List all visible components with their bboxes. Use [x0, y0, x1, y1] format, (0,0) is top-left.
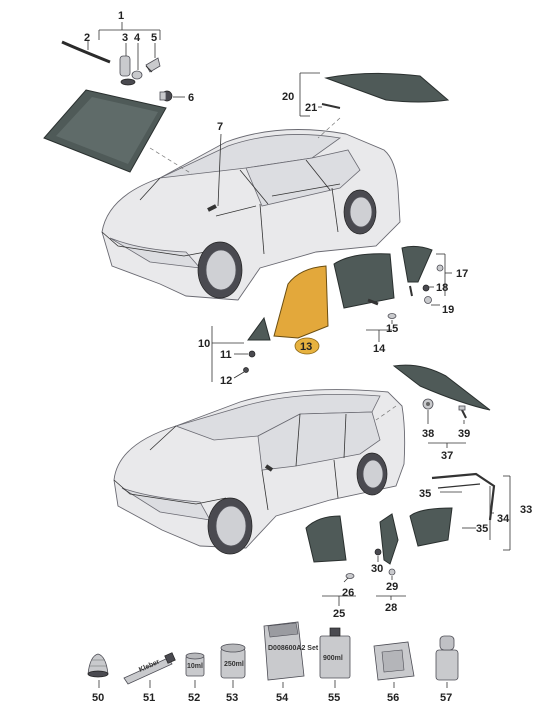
window-seal-frame [431, 472, 496, 521]
tin-medium-label: 250ml [224, 661, 244, 668]
front-quarter-glass [247, 316, 271, 341]
retaining-clip-part [159, 90, 173, 102]
callout-34: 34 [497, 513, 510, 525]
callout-14: 14 [373, 343, 386, 355]
callout-28: 28 [385, 602, 397, 614]
clip-26 [345, 573, 355, 579]
glass-cleaner-can-product [435, 635, 459, 681]
callout-33: 33 [520, 504, 532, 516]
callout-57: 57 [440, 692, 452, 704]
estate-rear-door-glass [305, 515, 347, 563]
callout-52: 52 [188, 692, 200, 704]
callout-56: 56 [387, 692, 399, 704]
callout-7: 7 [217, 121, 223, 133]
sedan-front-wheel [197, 241, 243, 299]
callout-26: 26 [342, 587, 354, 599]
rear-window-pin [321, 103, 341, 109]
callout-4: 4 [134, 32, 141, 44]
callout-53: 53 [226, 692, 238, 704]
primer-bottle-product [319, 627, 351, 679]
callout-21: 21 [305, 102, 317, 114]
callout-1: 1 [118, 10, 124, 22]
callout-35b: 35 [476, 523, 488, 535]
callout-29: 29 [386, 581, 398, 593]
sensor-pad-part [119, 55, 136, 86]
callout-18: 18 [436, 282, 448, 294]
mirror-mount-part [145, 57, 161, 73]
estate-rear-window-glass [392, 364, 491, 411]
callout-1-bracket [98, 22, 161, 40]
bolt-39 [458, 405, 467, 419]
callout-13-badge [294, 337, 320, 355]
medium-tin-product [220, 643, 246, 679]
front-door-glass-highlighted [273, 265, 329, 339]
spacer-38 [422, 398, 434, 410]
callout-15: 15 [386, 323, 398, 335]
estate-side-window-glass [409, 507, 453, 547]
callout-3: 3 [122, 32, 128, 44]
small-tin-product [185, 652, 205, 677]
callout-12: 12 [220, 375, 232, 387]
callout-50: 50 [92, 692, 104, 704]
box-label: 900ml [323, 655, 343, 662]
adhesive-tube-product [123, 652, 176, 685]
callout-17: 17 [456, 268, 468, 280]
bag-label: D008600A2 Set [268, 645, 319, 652]
callout-37: 37 [441, 450, 453, 462]
repair-set-bag-product [263, 621, 305, 681]
estate-front-wheel [207, 497, 253, 555]
callout-20: 20 [282, 91, 294, 103]
callout-13: 13 [300, 341, 312, 353]
rain-sensor-part [131, 70, 143, 80]
sedan-rear-wheel [343, 189, 377, 235]
callout-25: 25 [333, 608, 345, 620]
estate-rear-quarter-glass [379, 513, 399, 565]
windscreen-glass [43, 89, 167, 173]
callout-39: 39 [458, 428, 470, 440]
callout-30: 30 [371, 563, 383, 575]
callout-55: 55 [328, 692, 340, 704]
rear-door-glass [333, 253, 395, 309]
estate-car-body [113, 389, 406, 549]
callout-2: 2 [84, 32, 90, 44]
windscreen-trim-strip [61, 40, 111, 64]
callout-19: 19 [442, 304, 454, 316]
callout-5: 5 [151, 32, 157, 44]
rear-quarter-glass [401, 245, 433, 297]
cartridge-box-product [373, 641, 415, 681]
callout-6: 6 [188, 92, 194, 104]
tin-small-label: 10ml [187, 663, 203, 670]
cleaning-brush-product [87, 653, 109, 678]
clip-15 [387, 313, 397, 319]
callout-11: 11 [220, 349, 232, 361]
callout-35a: 35 [419, 488, 431, 500]
callout-10: 10 [198, 338, 210, 350]
callout-38: 38 [422, 428, 434, 440]
sedan-car-body [101, 129, 401, 301]
callout-51: 51 [143, 692, 155, 704]
estate-rear-wheel [356, 452, 388, 496]
rear-window-glass [324, 72, 450, 103]
callout-54: 54 [276, 692, 289, 704]
